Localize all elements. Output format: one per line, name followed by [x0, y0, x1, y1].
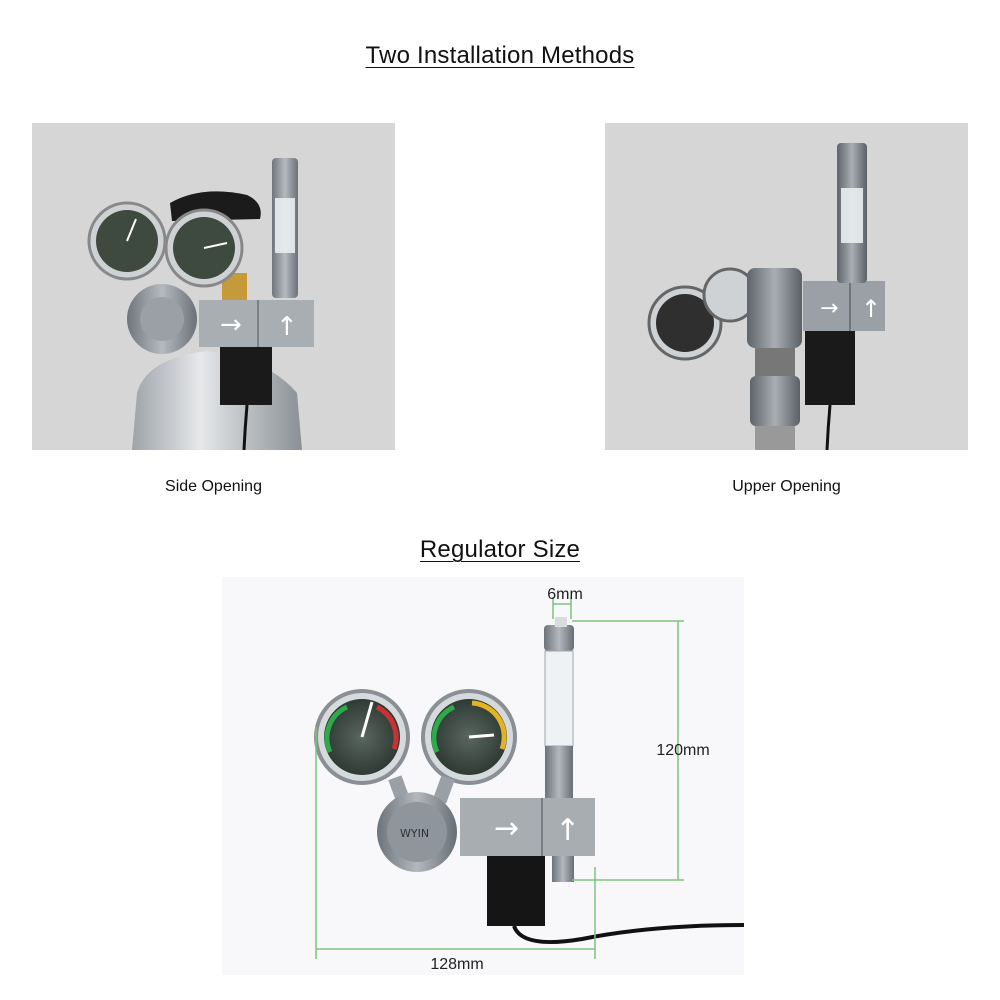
- svg-text:WYIN: WYIN: [400, 827, 429, 840]
- section-title-installation-text: Two Installation Methods: [365, 42, 635, 69]
- dimension-tip-label: 6mm: [547, 586, 583, 603]
- side-opening-photo: → ↑: [32, 123, 395, 450]
- regulator-size-diagram: WYIN → ↑ 6mm 1: [222, 577, 744, 975]
- section-title-size: Regulator Size: [0, 536, 1000, 564]
- svg-text:→: →: [820, 296, 838, 321]
- svg-text:→: →: [494, 811, 519, 846]
- dimension-width-label: 128mm: [430, 956, 483, 973]
- svg-text:↑: ↑: [861, 295, 881, 323]
- upper-opening-caption: Upper Opening: [732, 478, 841, 495]
- svg-text:→: →: [220, 310, 242, 340]
- upper-opening-photo: → ↑: [605, 123, 968, 450]
- side-opening-caption: Side Opening: [165, 478, 262, 495]
- section-title-installation: Two Installation Methods: [0, 42, 1000, 70]
- svg-text:↑: ↑: [555, 813, 580, 848]
- section-title-size-text: Regulator Size: [419, 536, 581, 563]
- dimension-height-label: 120mm: [656, 742, 709, 759]
- svg-text:↑: ↑: [276, 312, 298, 342]
